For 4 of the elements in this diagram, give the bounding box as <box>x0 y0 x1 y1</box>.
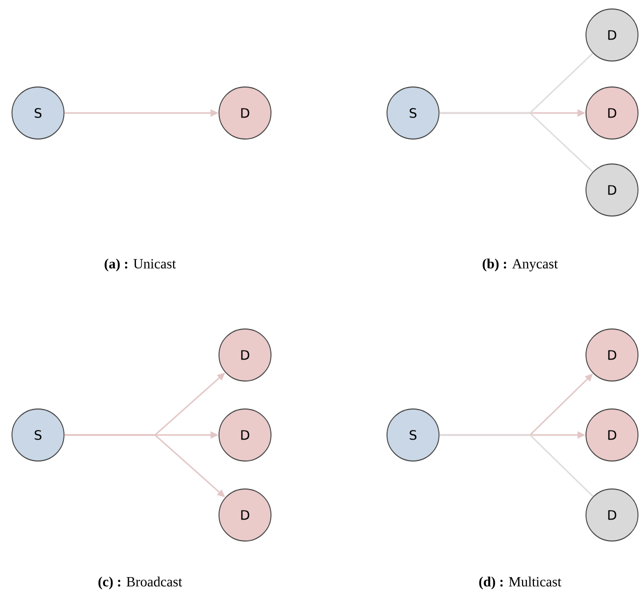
panel-caption: (a) : Unicast <box>104 258 176 272</box>
panel-caption: (c) : Broadcast <box>98 576 182 590</box>
panel-caption: (b) : Anycast <box>482 258 558 272</box>
panel-caption: (d) : Multicast <box>479 576 562 590</box>
